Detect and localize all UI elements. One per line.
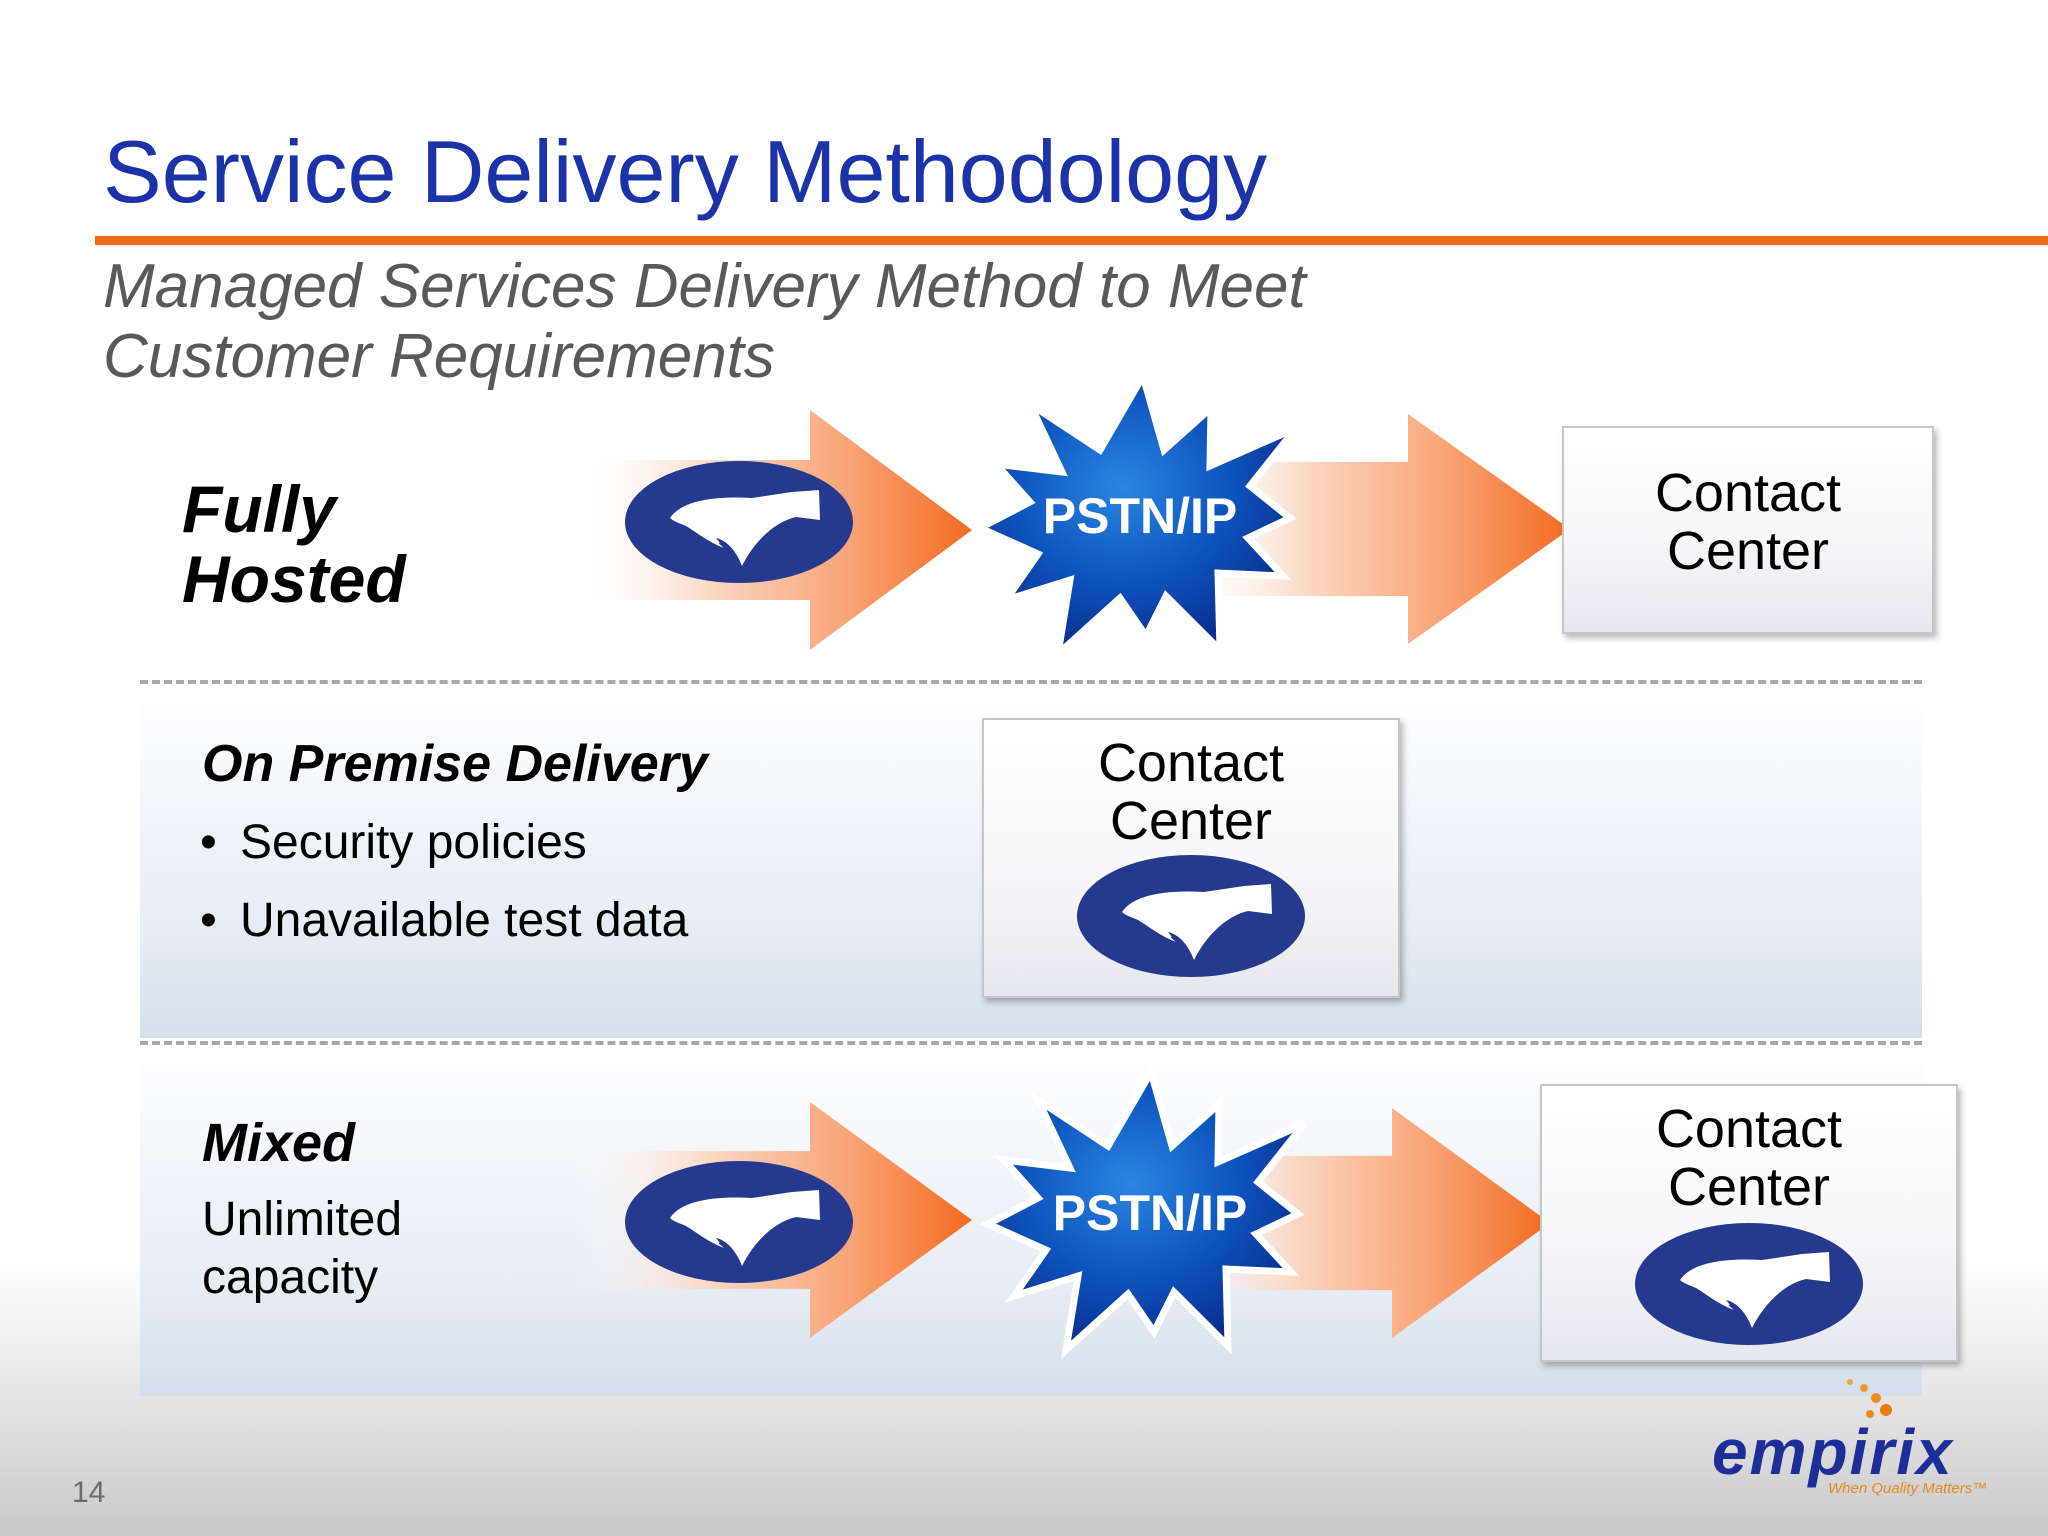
network-label: PSTN/IP	[1042, 488, 1238, 544]
contact-center-line2: Center	[1666, 521, 1830, 581]
bullet-item: • Security policies	[200, 815, 688, 893]
contact-center-line2: Center	[1667, 1157, 1831, 1217]
mixed-desc-line1: Unlimited	[202, 1193, 403, 1246]
subtitle-line-1: Managed Services Delivery Method to Meet	[103, 252, 1306, 321]
title-underline	[95, 236, 2048, 245]
on-premise-bullets: • Security policies • Unavailable test dat…	[200, 815, 688, 948]
slide-title: Service Delivery Methodology	[103, 122, 1268, 221]
empirix-logo: empirix	[1712, 1416, 1954, 1488]
mixed-desc-line2: capacity	[202, 1251, 379, 1304]
contact-center-box: Contact Center	[1540, 1084, 1958, 1362]
slide-subtitle: Managed Services Delivery Method to Meet…	[103, 252, 1603, 392]
hammerhead-logo-icon	[1634, 1222, 1864, 1347]
contact-center-label: Contact Center	[1542, 1100, 1956, 1216]
mixed-description: Unlimited capacity	[202, 1191, 402, 1307]
row-divider-1	[140, 680, 1922, 684]
contact-center-line1: Contact	[1655, 1099, 1843, 1159]
mixed-heading: Mixed	[202, 1113, 356, 1173]
fully-hosted-label-line2: Hosted	[182, 542, 406, 616]
bullet-item: • Unavailable test data	[200, 893, 688, 948]
fully-hosted-label: Fully Hosted	[182, 474, 406, 614]
contact-center-label: Contact Center	[1564, 464, 1932, 580]
on-premise-heading: On Premise Delivery	[202, 735, 708, 793]
contact-center-line2: Center	[1109, 791, 1273, 851]
hammerhead-logo-icon	[624, 460, 854, 585]
hammerhead-logo-icon	[624, 1160, 854, 1285]
bullet-text: Security policies	[240, 816, 587, 869]
page-number: 14	[72, 1476, 106, 1509]
row-divider-2	[140, 1041, 1922, 1045]
fully-hosted-label-line1: Fully	[182, 472, 337, 546]
contact-center-line1: Contact	[1654, 463, 1842, 523]
contact-center-box: Contact Center	[1562, 426, 1934, 634]
bullet-dot-icon: •	[200, 816, 217, 869]
logo-dots-icon	[1847, 1379, 1892, 1418]
hammerhead-logo-icon	[1076, 854, 1306, 979]
logo-tagline: When Quality Matters™	[1828, 1480, 1988, 1497]
contact-center-line1: Contact	[1097, 733, 1285, 793]
contact-center-label: Contact Center	[984, 734, 1398, 850]
contact-center-box: Contact Center	[982, 718, 1400, 998]
bullet-dot-icon: •	[200, 894, 217, 947]
subtitle-line-2: Customer Requirements	[103, 322, 775, 391]
bullet-text: Unavailable test data	[240, 894, 689, 947]
network-label: PSTN/IP	[1052, 1185, 1248, 1241]
